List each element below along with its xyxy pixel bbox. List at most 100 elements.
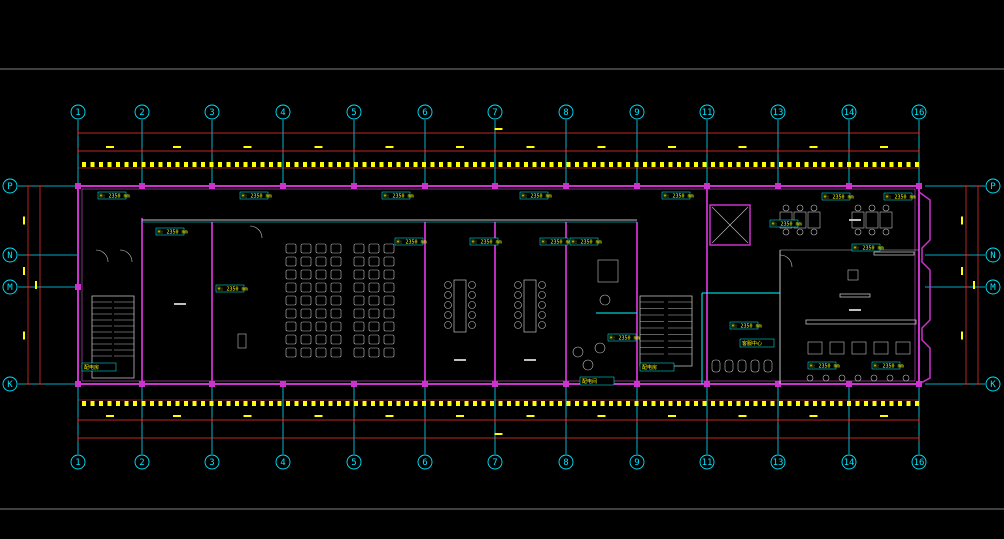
chair [882,228,890,236]
ceiling-height-tag: H: 2350 mm [469,237,502,245]
window-mark [192,162,197,167]
grid-bubble-top: 8 [558,104,574,120]
grid-bubble-circle [275,104,291,120]
window-mark [430,162,435,167]
structural-column [634,183,640,189]
grid-bubble-label: N [7,251,12,261]
ceiling-height-tag: H: 2350 mm [539,237,572,246]
window-mark [838,162,843,167]
window-mark [456,401,460,406]
chair [902,374,910,382]
window-mark [447,162,452,167]
window-mark [702,162,707,167]
window-mark [617,162,622,167]
structural-column [563,183,569,189]
window-mark [337,401,341,406]
window-mark [515,162,520,167]
window-mark [736,401,741,406]
seat-chair [353,308,365,319]
window-mark [796,162,800,167]
chair [796,228,804,236]
tag-frame [883,192,913,201]
window-mark [532,162,537,167]
window-mark [192,401,197,406]
grid-bubble-label: 13 [773,108,784,118]
ceiling-height-tag: H: 2350 mm [381,191,414,200]
room-tag: 配电间 [579,376,615,386]
window-mark [82,162,86,167]
tag-frame [569,237,599,246]
chair [444,281,452,289]
ceiling-height-tag: H: 2350 mm [607,333,640,341]
desk [851,211,865,229]
grid-bubble-circle [629,454,645,470]
window-mark [124,162,129,167]
chair [468,301,476,309]
grid-bubble-left: M [2,279,18,295]
grid-bubble-circle [487,454,503,470]
window-mark [396,162,401,167]
elevator-x [711,206,749,244]
window-mark [889,401,894,406]
window-mark [855,401,860,406]
lounge-chair [599,294,611,306]
grid-bubble-label: 2 [139,458,144,468]
equipment [829,341,845,355]
window-mark [549,401,554,406]
chair [782,228,790,236]
grid-bubble-label: 5 [351,458,356,468]
window-mark [762,162,766,167]
toilet [724,359,734,373]
grid-bubble-top: 9 [629,104,645,120]
chair [538,321,546,329]
grid-bubble-label: 3 [209,458,214,468]
grid-bubble-label: 11 [702,108,713,118]
tag-frame [539,237,569,246]
grid-bubble-circle [70,454,86,470]
toilet [737,359,747,373]
window-mark [787,401,792,406]
chair [514,291,522,299]
window-mark [345,162,350,167]
fixture [847,269,859,281]
chair [444,291,452,299]
seat-chair [330,308,342,319]
dimension-text-mark [738,146,747,148]
chair [806,374,814,382]
window-mark [277,162,282,167]
window-mark [226,401,231,406]
window-mark [524,162,528,167]
window-mark [566,162,571,167]
seat-chair [383,256,395,267]
window-mark [388,401,392,406]
window-mark [532,401,537,406]
ceiling-height-tag: H: 2350 mm [239,191,272,199]
chair [868,228,876,236]
tag-text: H: 2350 mm [572,239,602,245]
tag-frame [381,191,411,200]
window-mark [507,401,511,406]
window-mark [413,401,418,406]
seat-chair [368,282,380,293]
grid-bubble-label: 8 [563,108,568,118]
window-mark [864,401,868,406]
dimension-text-mark [526,146,535,148]
grid-bubble-circle [911,454,927,470]
grid-bubble-label: 2 [139,108,144,118]
dimension-text-mark [456,415,464,417]
tag-text: H: 2350 mm [542,239,572,245]
seat-chair [353,269,365,280]
dimension-text-mark [880,146,888,148]
window-mark [592,401,596,406]
seat-chair [315,321,327,332]
window-mark [116,162,120,167]
grid-bubble-label: 14 [844,458,855,468]
seat-chair [330,295,342,306]
window-mark [447,401,452,406]
seat-chair [368,256,380,267]
room-center-mark [849,309,861,311]
tag-text: H: 2350 mm [397,239,427,245]
dimension-text-mark [809,415,818,417]
meeting-table [453,279,467,333]
